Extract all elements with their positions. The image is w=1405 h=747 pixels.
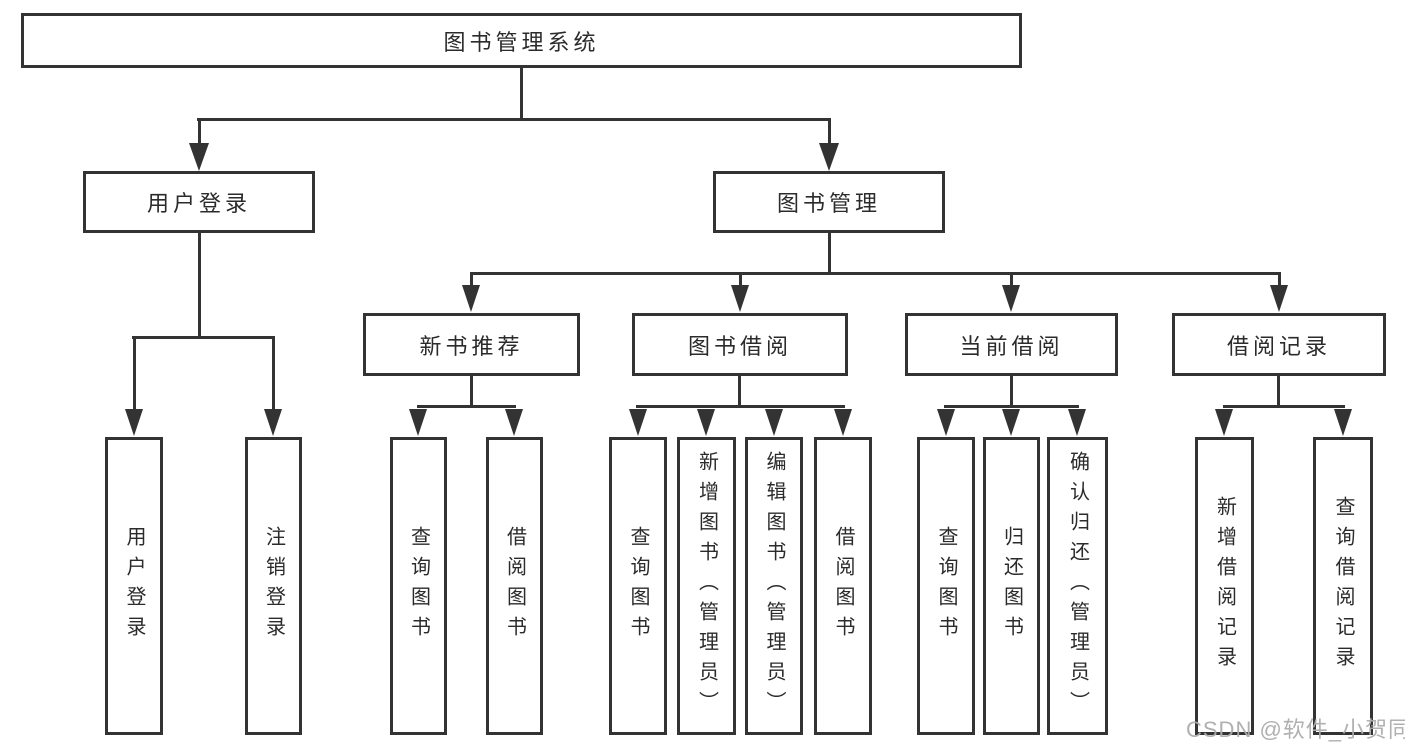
arrowhead-to-book-borrow (731, 285, 749, 312)
leaf-cb-query-book: 查询图书 (917, 437, 975, 735)
leaf-rec-borrow-book: 借阅图书 (486, 437, 543, 735)
arrowhead-to-current-borrow (1002, 285, 1020, 312)
leaf-bb-query-book-label: 查询图书 (627, 526, 649, 646)
arrowhead-to-leaf-logout (264, 409, 282, 436)
leaf-br-query-record: 查询借阅记录 (1313, 437, 1373, 735)
connector-userlogin-stub (198, 233, 201, 336)
arrowhead-to-new-book-rec (462, 285, 480, 312)
node-book-borrow: 图书借阅 (632, 313, 848, 376)
connector-userlogin-horizontal (132, 336, 275, 339)
connector-newbookrec-horizontal (417, 405, 516, 408)
connector-userlogin-drop-right (272, 339, 275, 411)
node-borrow-records-label: 借阅记录 (1226, 333, 1331, 359)
node-new-book-rec-label: 新书推荐 (419, 333, 524, 359)
leaf-rec-query-book: 查询图书 (390, 437, 447, 735)
csdn-watermark: CSDN @软件_小贺同学 (1186, 717, 1405, 742)
connector-bookmgmt-horizontal (470, 272, 1281, 275)
connector-bookmgmt-drop-4 (1278, 275, 1281, 287)
arrowhead-to-user-login (189, 143, 209, 171)
connector-bookmgmt-drop-2 (739, 275, 742, 287)
arrowhead-to-bb-edit-book (765, 409, 783, 436)
arrowhead-to-bb-add-book (697, 409, 715, 436)
node-user-login: 用户登录 (83, 171, 315, 233)
connector-borrowrecords-stub (1277, 376, 1280, 405)
connector-currentborrow-horizontal (944, 405, 1079, 408)
node-borrow-records: 借阅记录 (1172, 313, 1386, 376)
node-current-borrow-label: 当前借阅 (959, 333, 1064, 359)
arrowhead-to-cb-query-book (937, 409, 955, 436)
leaf-bb-edit-book-admin-label: 编辑图书（管理员） (763, 451, 785, 721)
leaf-bb-query-book: 查询图书 (609, 437, 667, 735)
arrowhead-to-leaf-user-login (125, 409, 143, 436)
arrowhead-to-cb-return-book (1002, 409, 1020, 436)
leaf-cb-return-book: 归还图书 (983, 437, 1040, 735)
connector-level1-horizontal (197, 118, 831, 121)
leaf-bb-borrow-book: 借阅图书 (814, 437, 872, 735)
leaf-user-login-label: 用户登录 (123, 526, 145, 646)
connector-bookmgmt-drop-1 (470, 275, 473, 287)
connector-bookmgmt-drop-3 (1010, 275, 1013, 287)
connector-currentborrow-stub (1010, 376, 1013, 405)
connector-level1-drop-left (198, 121, 201, 144)
leaf-logout: 注销登录 (245, 437, 302, 735)
leaf-bb-add-book-admin-label: 新增图书（管理员） (695, 451, 718, 721)
arrowhead-to-borrow-records (1270, 285, 1288, 312)
connector-bookmgmt-stub (828, 233, 831, 272)
node-book-borrow-label: 图书借阅 (687, 333, 792, 359)
connector-userlogin-drop-left (133, 339, 136, 411)
arrowhead-to-bb-borrow-book (834, 409, 852, 436)
arrowhead-to-cb-confirm-return (1068, 409, 1086, 436)
arrowhead-to-rec-query-book (409, 409, 427, 436)
leaf-br-add-record-label: 新增借阅记录 (1213, 496, 1236, 676)
arrowhead-to-book-mgmt (819, 143, 839, 171)
leaf-cb-confirm-return-admin: 确认归还（管理员） (1047, 437, 1108, 735)
connector-bookborrow-stub (738, 376, 741, 405)
arrowhead-to-bb-query-book (629, 409, 647, 436)
node-current-borrow: 当前借阅 (905, 313, 1118, 376)
arrowhead-to-br-add-record (1215, 409, 1233, 436)
leaf-cb-query-book-label: 查询图书 (935, 526, 957, 646)
connector-root-stub (520, 68, 523, 121)
leaf-rec-query-book-label: 查询图书 (407, 526, 430, 646)
connector-borrowrecords-horizontal (1223, 405, 1345, 408)
connector-level1-drop-right (828, 121, 831, 144)
node-new-book-rec: 新书推荐 (363, 313, 580, 376)
leaf-logout-label: 注销登录 (262, 526, 285, 646)
arrowhead-to-br-query-record (1334, 409, 1352, 436)
leaf-user-login: 用户登录 (105, 437, 163, 735)
node-book-mgmt-label: 图书管理 (776, 191, 881, 216)
leaf-cb-return-book-label: 归还图书 (1000, 526, 1023, 646)
connector-bookborrow-horizontal (636, 405, 845, 408)
leaf-rec-borrow-book-label: 借阅图书 (503, 526, 526, 646)
leaf-bb-edit-book-admin: 编辑图书（管理员） (745, 437, 803, 735)
leaf-bb-borrow-book-label: 借阅图书 (832, 526, 854, 646)
node-book-mgmt: 图书管理 (713, 171, 945, 233)
node-root-label: 图书管理系统 (443, 29, 600, 55)
connector-newbookrec-stub (470, 376, 473, 405)
node-user-login-label: 用户登录 (146, 191, 251, 216)
node-root: 图书管理系统 (21, 13, 1022, 68)
leaf-br-query-record-label: 查询借阅记录 (1332, 496, 1354, 676)
leaf-bb-add-book-admin: 新增图书（管理员） (677, 437, 736, 735)
leaf-cb-confirm-return-admin-label: 确认归还（管理员） (1066, 451, 1089, 721)
leaf-br-add-record: 新增借阅记录 (1195, 437, 1254, 735)
arrowhead-to-rec-borrow-book (505, 409, 523, 436)
